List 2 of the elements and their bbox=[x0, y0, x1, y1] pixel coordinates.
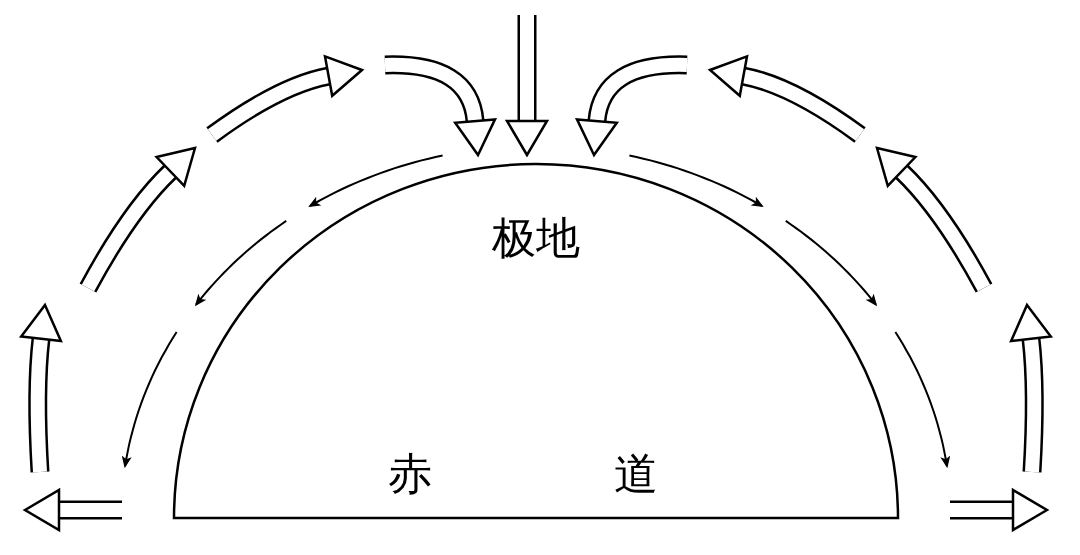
region-label: 极地 bbox=[492, 216, 580, 260]
region-label: 赤道 bbox=[388, 452, 840, 496]
